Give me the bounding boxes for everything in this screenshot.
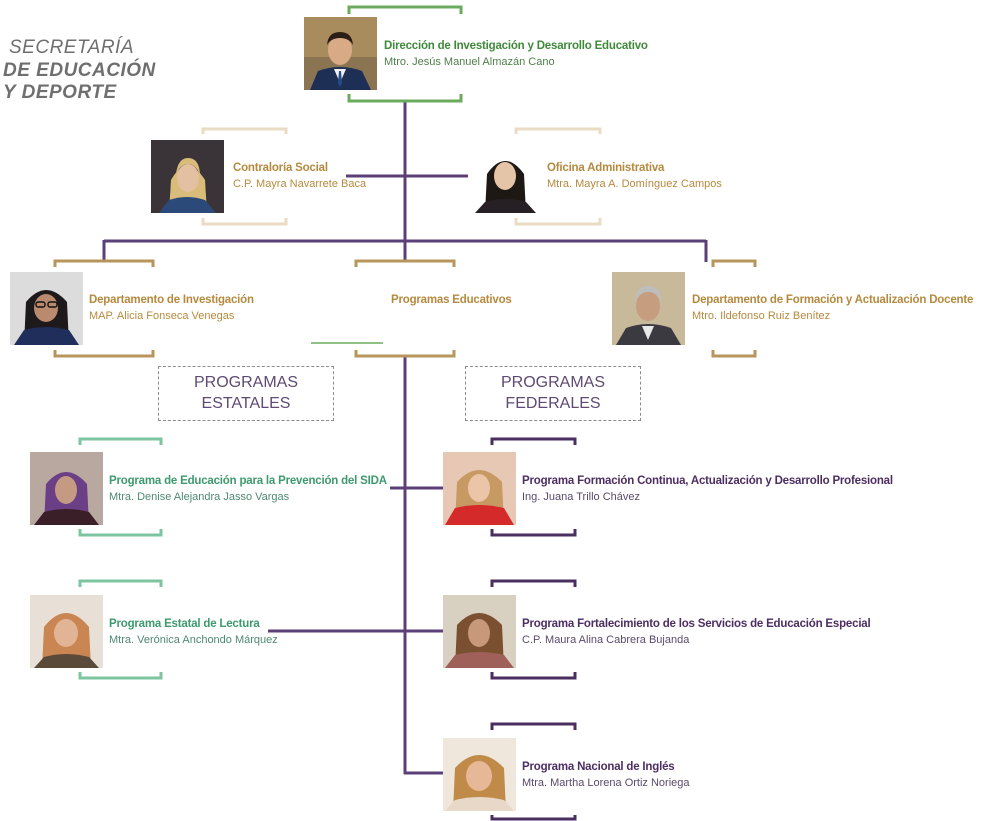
director-title: Dirección de Investigación y Desarrollo … — [384, 40, 648, 52]
logo-line-1: SECRETARÍA — [9, 37, 135, 58]
especial-photo — [443, 595, 516, 668]
formacion-photo — [612, 272, 685, 345]
investigacion-title: Departamento de Investigación — [89, 294, 254, 306]
especial-title: Programa Fortalecimiento de los Servicio… — [522, 618, 871, 630]
lectura-title: Programa Estatal de Lectura — [109, 618, 260, 630]
contraloria-title: Contraloría Social — [233, 162, 328, 174]
formacion-name: Mtro. Ildefonso Ruiz Benítez — [692, 310, 831, 322]
staff-brackets — [201, 127, 602, 226]
investigacion-name: MAP. Alicia Fonseca Venegas — [89, 310, 235, 322]
formacion-continua-photo — [443, 452, 516, 525]
oficina-name: Mtra. Mayra A. Domínguez Campos — [547, 178, 722, 190]
federales-line-1: PROGRAMAS — [500, 374, 605, 391]
programas-title: Programas Educativos — [391, 294, 512, 306]
lectura-photo — [30, 595, 103, 668]
ingles-name: Mtra. Martha Lorena Ortiz Noriega — [522, 777, 690, 789]
programas-federales-box: PROGRAMAS FEDERALES — [465, 366, 641, 421]
formacion-title: Departamento de Formación y Actualizació… — [692, 294, 974, 306]
estatales-line-1: PROGRAMAS — [193, 374, 298, 391]
oficina-title: Oficina Administrativa — [547, 162, 665, 174]
formacion-continua-title: Programa Formación Continua, Actualizaci… — [522, 475, 893, 487]
director-name: Mtro. Jesús Manuel Almazán Cano — [384, 56, 555, 68]
director-brackets — [347, 5, 463, 103]
logo-line-3: Y DEPORTE — [3, 82, 117, 103]
federal-brackets — [490, 437, 577, 821]
especial-name: C.P. Maura Alina Cabrera Bujanda — [522, 634, 690, 646]
programas-estatales-box: PROGRAMAS ESTATALES — [158, 366, 334, 421]
sida-name: Mtra. Denise Alejandra Jasso Vargas — [109, 491, 290, 503]
ingles-photo — [443, 738, 516, 811]
formacion-continua-name: Ing. Juana Trillo Chávez — [522, 491, 641, 503]
sida-photo — [30, 452, 103, 525]
contraloria-photo — [151, 140, 224, 213]
oficina-photo — [469, 140, 542, 213]
contraloria-name: C.P. Mayra Navarrete Baca — [233, 178, 367, 190]
investigacion-photo — [10, 272, 83, 345]
department-brackets — [53, 259, 757, 358]
ingles-title: Programa Nacional de Inglés — [522, 761, 675, 773]
federales-line-2: FEDERALES — [505, 395, 601, 412]
director-photo — [304, 17, 377, 90]
estatales-line-2: ESTATALES — [201, 395, 291, 412]
state-brackets — [78, 437, 163, 680]
connector-lines — [102, 102, 708, 775]
lectura-name: Mtra. Verónica Anchondo Márquez — [109, 634, 278, 646]
sida-title: Programa de Educación para la Prevención… — [109, 475, 387, 487]
logo-line-2: DE EDUCACIÓN — [3, 60, 156, 81]
